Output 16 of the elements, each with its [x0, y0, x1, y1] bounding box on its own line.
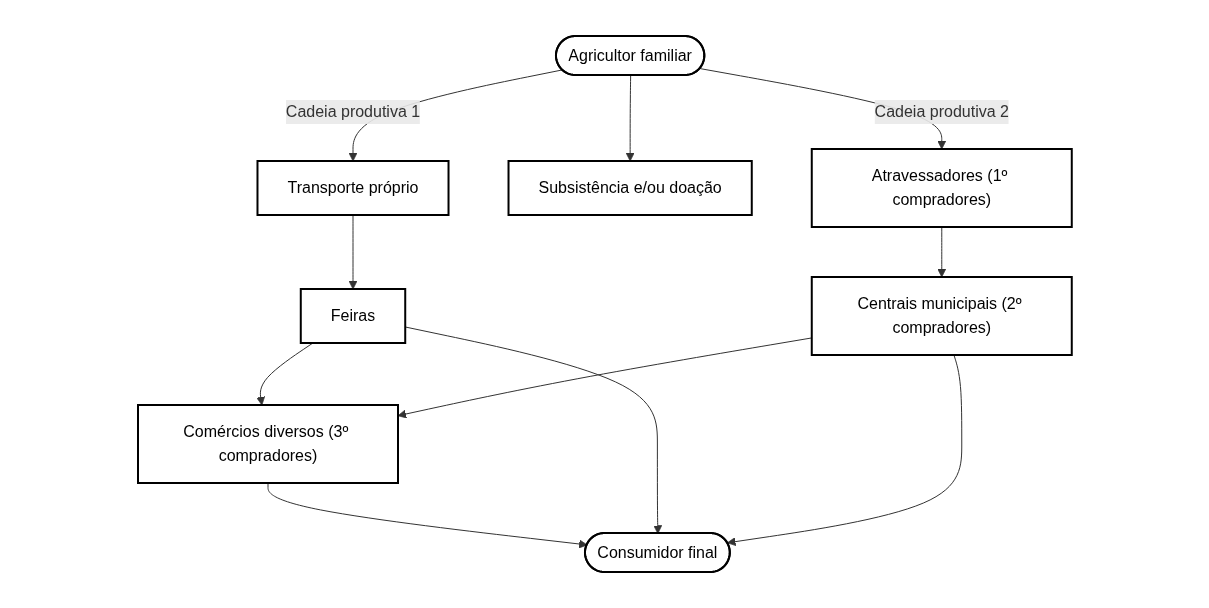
- edge-label: Cadeia produtiva 2: [874, 103, 1009, 120]
- arrow: [348, 214, 357, 290]
- node-box: Transporte próprio: [256, 160, 450, 216]
- node-box: Centrais municipais (2º compradores): [810, 276, 1073, 356]
- node-box: Feiras: [299, 288, 406, 344]
- arrow: [937, 226, 946, 278]
- node-box: Comércios diversos (3º compradores): [136, 404, 399, 484]
- arrow: [255, 342, 314, 406]
- arrow: [397, 337, 812, 419]
- arrow: [726, 354, 962, 546]
- arrow: [625, 75, 635, 162]
- edge-label: Cadeia produtiva 1: [285, 103, 420, 120]
- node-box: Subsistência e/ou doação: [507, 160, 753, 216]
- arrow: [267, 482, 588, 549]
- arrow: [404, 326, 662, 534]
- node-box: Atravessadores (1º compradores): [810, 148, 1073, 228]
